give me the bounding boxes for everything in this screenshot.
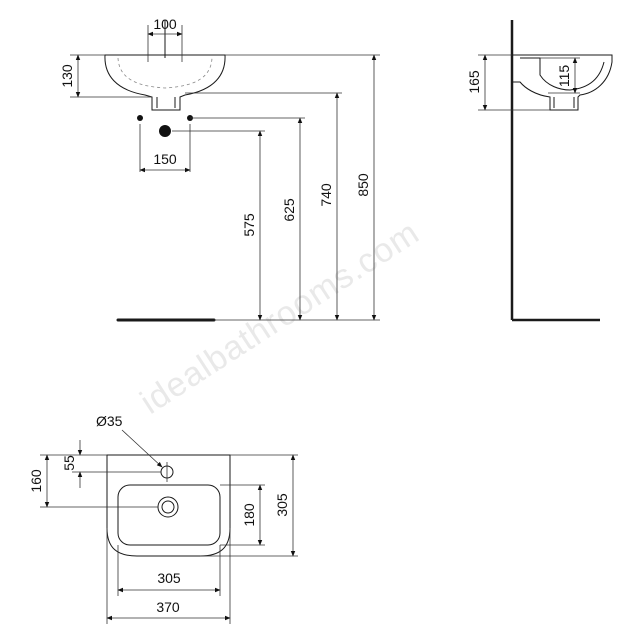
plan-waste-outer xyxy=(157,496,179,518)
front-view: 100 130 150 575 625 740 850 xyxy=(59,16,380,322)
dim-outer-depth: 165 xyxy=(466,70,482,94)
watermark-text: idealbathrooms.com xyxy=(134,213,427,421)
dim-fixing-height: 625 xyxy=(281,198,297,222)
dim-overall-height: 850 xyxy=(355,173,371,197)
waste-outlet-point xyxy=(159,125,171,137)
front-basin-bowl xyxy=(117,57,213,89)
dim-basin-height-floor: 740 xyxy=(318,183,334,207)
dim-bowl-depth: 180 xyxy=(241,503,257,527)
side-view: 165 115 xyxy=(466,20,613,322)
front-basin-outline xyxy=(104,54,226,111)
side-basin-inner xyxy=(520,57,605,91)
side-basin-outline xyxy=(512,54,613,111)
plan-basin-outline xyxy=(106,454,231,557)
plan-bowl-outline xyxy=(117,484,221,546)
fixing-point-left xyxy=(137,115,143,121)
dim-overall-width: 370 xyxy=(156,599,180,615)
dim-waste-height: 575 xyxy=(241,213,257,237)
plan-waste-inner xyxy=(161,500,175,514)
dim-tap-hole-offset: 55 xyxy=(61,455,77,471)
dim-tap-hole-diameter: Ø35 xyxy=(96,413,123,429)
dim-basin-height: 130 xyxy=(59,64,75,88)
dim-inner-depth: 115 xyxy=(556,65,572,88)
front-waste xyxy=(156,97,176,108)
dim-overall-depth: 305 xyxy=(274,493,290,517)
dim-waste-offset: 160 xyxy=(28,469,44,493)
dim-tap-width: 100 xyxy=(153,16,177,32)
plan-view: Ø35 55 160 180 305 305 370 xyxy=(28,413,298,624)
dim-bowl-width: 305 xyxy=(157,570,181,586)
dim-fixing-spacing: 150 xyxy=(153,151,177,167)
